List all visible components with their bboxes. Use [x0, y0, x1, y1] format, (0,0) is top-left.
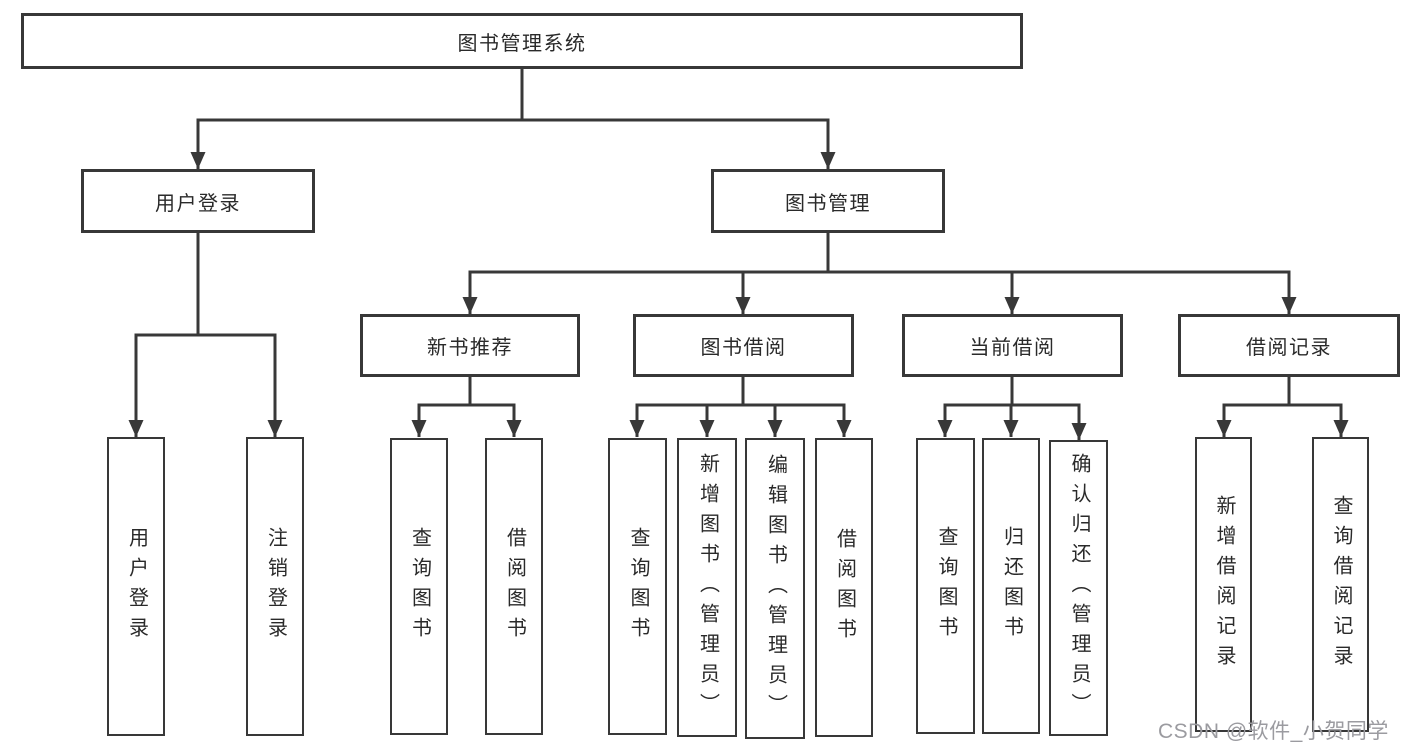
connector-borrow-record-children [1216, 377, 1349, 437]
leaf-return-book: 归还图书 [982, 438, 1040, 734]
leaf-edit-book-admin: 编辑图书（管理员） [745, 438, 805, 739]
leaf-query-books-borrow-label: 查询图书 [627, 526, 649, 647]
leaf-query-borrow-record: 查询借阅记录 [1312, 437, 1369, 732]
leaf-query-borrow-record-label: 查询借阅记录 [1330, 494, 1352, 675]
connector-book-borrow-children [629, 377, 852, 437]
connector-user-login-children [128, 233, 283, 437]
node-current-borrow-label: 当前借阅 [969, 337, 1056, 359]
leaf-return-book-label: 归还图书 [1000, 526, 1023, 646]
connector-new-book-children [411, 377, 522, 437]
node-current-borrow: 当前借阅 [902, 314, 1123, 377]
leaf-add-book-admin-label: 新增图书（管理员） [696, 452, 719, 723]
node-new-book-recommend: 新书推荐 [360, 314, 580, 377]
leaf-logout: 注销登录 [246, 437, 304, 736]
leaf-confirm-return-admin: 确认归还（管理员） [1049, 440, 1108, 736]
leaf-confirm-return-admin-label: 确认归还（管理员） [1068, 453, 1090, 723]
node-user-login-group-label: 用户登录 [155, 192, 241, 215]
connector-book-management-sections [462, 233, 1297, 314]
connector-current-borrow-children [937, 377, 1087, 440]
node-root-system: 图书管理系统 [21, 13, 1023, 69]
leaf-add-borrow-record-label: 新增借阅记录 [1213, 494, 1235, 675]
leaf-user-login-label: 用户登录 [125, 526, 148, 647]
node-new-book-recommend-label: 新书推荐 [427, 337, 513, 359]
leaf-query-books-borrow: 查询图书 [608, 438, 667, 735]
leaf-borrow-books-recommend: 借阅图书 [485, 438, 543, 735]
leaf-logout-label: 注销登录 [264, 526, 287, 647]
node-book-borrow-label: 图书借阅 [700, 337, 787, 359]
leaf-query-books-current: 查询图书 [916, 438, 975, 734]
leaf-add-book-admin: 新增图书（管理员） [677, 438, 737, 737]
node-user-login-group: 用户登录 [81, 169, 315, 233]
leaf-user-login: 用户登录 [107, 437, 165, 736]
leaf-edit-book-admin-label: 编辑图书（管理员） [764, 453, 787, 724]
leaf-borrow-books-recommend-label: 借阅图书 [503, 526, 526, 647]
leaf-add-borrow-record: 新增借阅记录 [1195, 437, 1252, 732]
leaf-borrow-books-borrow-label: 借阅图书 [833, 527, 856, 648]
leaf-borrow-books-borrow: 借阅图书 [815, 438, 873, 737]
leaf-query-books-recommend: 查询图书 [390, 438, 448, 735]
node-root-system-label: 图书管理系统 [457, 32, 587, 55]
leaf-query-books-recommend-label: 查询图书 [408, 526, 431, 647]
node-book-management-label: 图书管理 [785, 192, 871, 215]
leaf-query-books-current-label: 查询图书 [935, 526, 957, 646]
node-book-borrow: 图书借阅 [633, 314, 854, 377]
csdn-watermark: CSDN @软件_小贺同学 [1158, 720, 1389, 743]
connector-root-to-level2 [190, 69, 836, 169]
node-borrow-record-label: 借阅记录 [1246, 337, 1332, 359]
node-borrow-record: 借阅记录 [1178, 314, 1400, 377]
node-book-management: 图书管理 [711, 169, 945, 233]
